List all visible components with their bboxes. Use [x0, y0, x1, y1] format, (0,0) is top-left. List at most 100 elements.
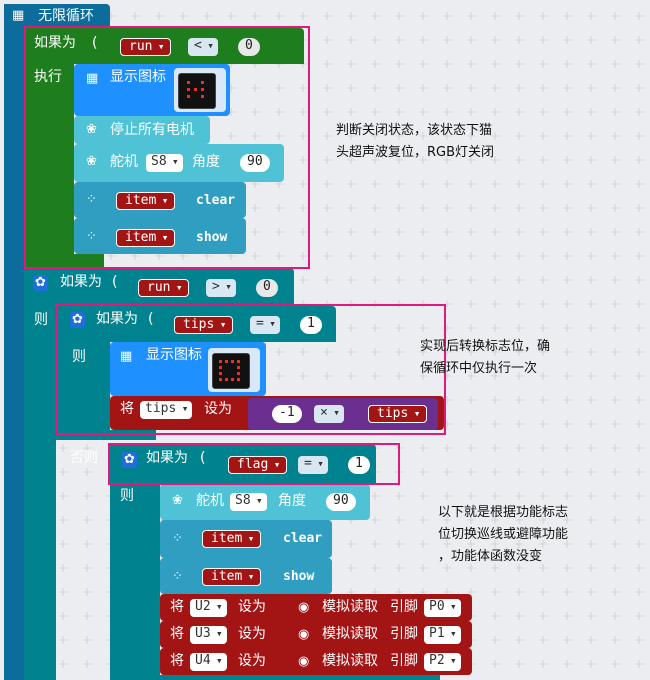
- grid-dot: +: [274, 369, 285, 383]
- grid-dot: +: [466, 441, 477, 455]
- grid-icon: ▦: [120, 349, 133, 364]
- grid-dot: +: [634, 177, 645, 191]
- variable-dropdown[interactable]: flag: [228, 456, 288, 474]
- variable-dropdown[interactable]: run: [138, 279, 190, 297]
- grid-dot: +: [586, 609, 597, 623]
- grid-dot: +: [418, 441, 429, 455]
- grid-dot: +: [178, 249, 189, 263]
- grid-dot: +: [418, 369, 429, 383]
- number-input[interactable]: -1: [272, 405, 302, 423]
- grid-dot: +: [346, 9, 357, 23]
- pin-dropdown[interactable]: P1: [424, 626, 461, 644]
- grid-dot: +: [442, 297, 453, 311]
- number-input[interactable]: 0: [256, 279, 278, 297]
- grid-dot: +: [538, 393, 549, 407]
- grid-dot: +: [274, 225, 285, 239]
- number-input[interactable]: 0: [238, 38, 260, 56]
- grid-dot: +: [538, 609, 549, 623]
- angle-input[interactable]: 90: [326, 493, 356, 511]
- grid-dot: +: [490, 561, 501, 575]
- variable-dropdown[interactable]: U2: [190, 599, 227, 617]
- variable-dropdown[interactable]: tips: [174, 316, 234, 334]
- grid-dot: +: [442, 345, 453, 359]
- operator-dropdown[interactable]: =: [250, 316, 280, 334]
- annotation-box: [108, 443, 400, 485]
- variable-dropdown[interactable]: U4: [190, 653, 227, 671]
- servo-pin-dropdown[interactable]: S8: [230, 493, 267, 511]
- variable-dropdown[interactable]: item: [202, 568, 262, 586]
- variable-dropdown[interactable]: item: [116, 192, 176, 210]
- grid-dot: +: [538, 561, 549, 575]
- grid-dot: +: [322, 9, 333, 23]
- variable-dropdown[interactable]: tips: [140, 401, 193, 419]
- grid-dot: +: [562, 129, 573, 143]
- pin-dropdown[interactable]: P2: [424, 653, 461, 671]
- angle-input[interactable]: 90: [240, 154, 270, 172]
- grid-dot: +: [346, 177, 357, 191]
- variable-dropdown[interactable]: U3: [190, 626, 227, 644]
- grid-dot: +: [442, 513, 453, 527]
- grid-dot: +: [346, 537, 357, 551]
- loading-icon: ⁘: [172, 531, 183, 546]
- clear-label: clear: [196, 193, 236, 208]
- grid-dot: +: [538, 585, 549, 599]
- grid-dot: +: [634, 321, 645, 335]
- partial-block: [160, 675, 440, 680]
- grid-dot: +: [562, 33, 573, 47]
- grid-dot: +: [370, 57, 381, 71]
- grid-dot: +: [418, 57, 429, 71]
- robot-icon: ❀: [86, 154, 97, 169]
- grid-dot: +: [418, 225, 429, 239]
- servo-pin-dropdown[interactable]: S8: [146, 154, 183, 172]
- grid-dot: +: [322, 225, 333, 239]
- grid-dot: +: [274, 9, 285, 23]
- grid-dot: +: [346, 561, 357, 575]
- grid-dot: +: [442, 561, 453, 575]
- grid-dot: +: [610, 465, 621, 479]
- grid-dot: +: [490, 513, 501, 527]
- number-input[interactable]: 1: [348, 456, 370, 474]
- grid-dot: +: [442, 441, 453, 455]
- stop-motors-block[interactable]: [74, 116, 210, 144]
- grid-dot: +: [58, 465, 69, 479]
- grid-dot: +: [346, 345, 357, 359]
- grid-dot: +: [442, 465, 453, 479]
- grid-dot: +: [298, 345, 309, 359]
- grid-dot: +: [586, 537, 597, 551]
- operator-dropdown[interactable]: <: [188, 38, 218, 56]
- grid-dot: +: [322, 201, 333, 215]
- operator-dropdown[interactable]: =: [298, 456, 328, 474]
- grid-dot: +: [442, 369, 453, 383]
- grid-dot: +: [610, 585, 621, 599]
- operator-dropdown[interactable]: >: [206, 279, 236, 297]
- grid-dot: +: [610, 345, 621, 359]
- grid-dot: +: [250, 9, 261, 23]
- grid-dot: +: [586, 249, 597, 263]
- variable-dropdown[interactable]: run: [120, 38, 172, 56]
- grid-dot: +: [418, 33, 429, 47]
- grid-dot: +: [514, 369, 525, 383]
- grid-dot: +: [274, 201, 285, 215]
- operator-dropdown[interactable]: ×: [314, 405, 344, 423]
- variable-dropdown[interactable]: item: [116, 229, 176, 247]
- grid-dot: +: [490, 465, 501, 479]
- grid-dot: +: [58, 657, 69, 671]
- grid-dot: +: [250, 201, 261, 215]
- grid-dot: +: [490, 57, 501, 71]
- grid-dot: +: [394, 273, 405, 287]
- grid-dot: +: [538, 657, 549, 671]
- annotation-box: [56, 304, 446, 435]
- if-paren: (: [200, 450, 206, 466]
- pin-dropdown[interactable]: P0: [424, 599, 461, 617]
- grid-dot: +: [586, 489, 597, 503]
- number-input[interactable]: 1: [300, 316, 322, 334]
- variable-dropdown[interactable]: item: [202, 530, 262, 548]
- target-icon: ◉: [298, 600, 310, 615]
- variable-dropdown[interactable]: tips: [368, 405, 428, 423]
- grid-dot: +: [514, 33, 525, 47]
- grid-dot: +: [394, 369, 405, 383]
- grid-dot: +: [82, 657, 93, 671]
- grid-dot: +: [418, 537, 429, 551]
- grid-dot: +: [298, 273, 309, 287]
